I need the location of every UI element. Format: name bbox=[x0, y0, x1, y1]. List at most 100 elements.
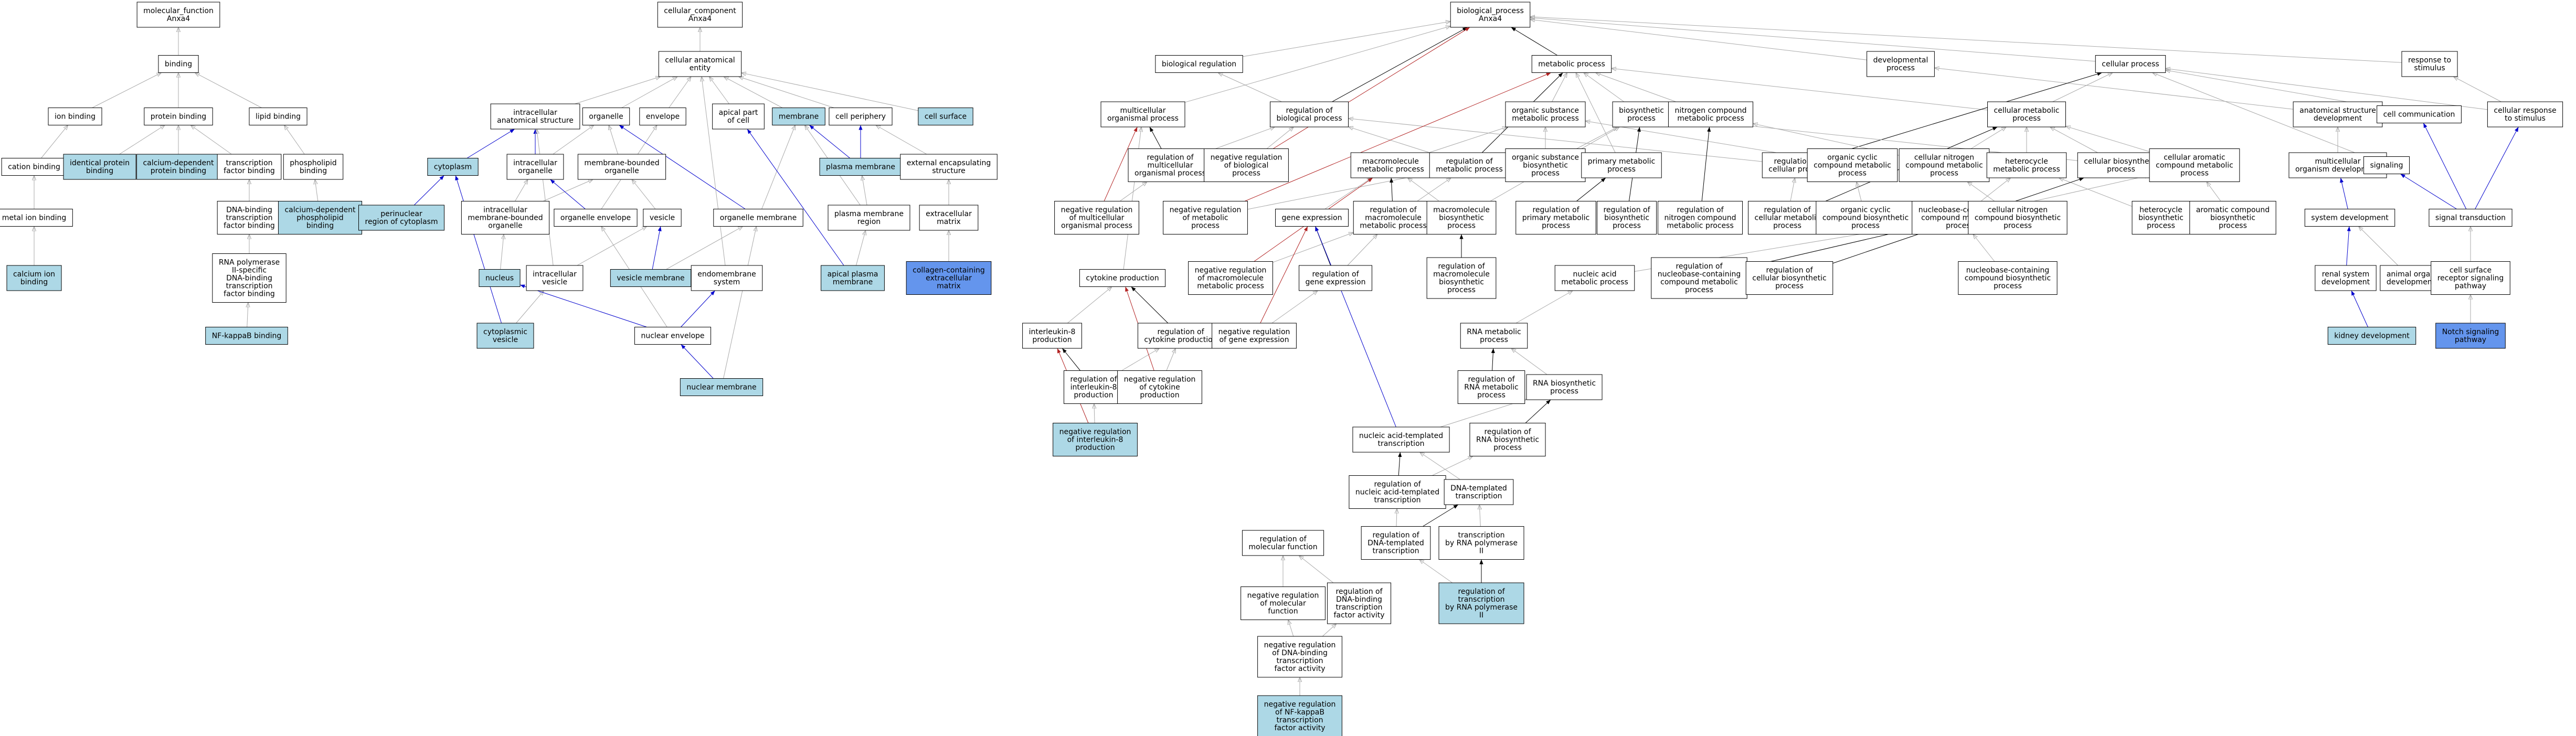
go-term-node-cytoprod[interactable]: cytokine production bbox=[1079, 269, 1166, 287]
go-term-node-orgmem[interactable]: organelle membrane bbox=[713, 209, 803, 227]
go-term-node-orgenv[interactable]: organelle envelope bbox=[554, 209, 638, 227]
go-term-node-sysdev[interactable]: system development bbox=[2304, 209, 2395, 227]
go-term-node-lipb[interactable]: lipid binding bbox=[249, 108, 308, 125]
go-term-node-ionb[interactable]: ion binding bbox=[48, 108, 102, 125]
go-term-node-regdnabind[interactable]: regulation ofDNA-bindingtranscriptionfac… bbox=[1327, 582, 1392, 624]
go-term-node-metab[interactable]: metabolic process bbox=[1531, 55, 1612, 73]
go-term-node-bioreg[interactable]: biological regulation bbox=[1155, 55, 1243, 73]
go-term-node-organelle[interactable]: organelle bbox=[582, 108, 630, 125]
go-term-node-kidneydev[interactable]: kidney development bbox=[2327, 327, 2416, 345]
go-term-node-membrane[interactable]: membrane bbox=[772, 108, 825, 125]
go-term-node-binding[interactable]: binding bbox=[158, 55, 199, 73]
go-term-node-cationb[interactable]: cation binding bbox=[1, 158, 67, 176]
go-term-node-nucmem[interactable]: nuclear membrane bbox=[680, 378, 764, 396]
go-term-node-periphery[interactable]: cell periphery bbox=[829, 108, 893, 125]
go-term-node-regmacrobio[interactable]: regulation ofmacromoleculebiosyntheticpr… bbox=[1426, 257, 1497, 299]
go-term-node-sigtrans[interactable]: signal transduction bbox=[2429, 209, 2513, 227]
go-term-node-regnucbase[interactable]: regulation ofnucleobase-containingcompou… bbox=[1651, 257, 1747, 299]
go-term-node-metalb[interactable]: metal ion binding bbox=[0, 209, 73, 227]
go-term-node-cytoplasm[interactable]: cytoplasm bbox=[427, 158, 479, 176]
go-term-node-geneexp[interactable]: gene expression bbox=[1275, 209, 1349, 227]
go-term-node-cellcomm[interactable]: cell communication bbox=[2377, 105, 2462, 123]
go-term-node-nucenv[interactable]: nuclear envelope bbox=[634, 327, 712, 345]
go-term-node-plasmamem[interactable]: plasma membrane bbox=[819, 158, 902, 176]
go-term-node-envelope[interactable]: envelope bbox=[639, 108, 686, 125]
go-term-node-vesicle[interactable]: vesicle bbox=[643, 209, 682, 227]
go-term-node-rnapol[interactable]: RNA polymeraseII-specificDNA-bindingtran… bbox=[212, 253, 287, 303]
go-term-node-vesmem[interactable]: vesicle membrane bbox=[610, 269, 692, 287]
go-term-node-cellsurface[interactable]: cell surface bbox=[918, 108, 973, 125]
